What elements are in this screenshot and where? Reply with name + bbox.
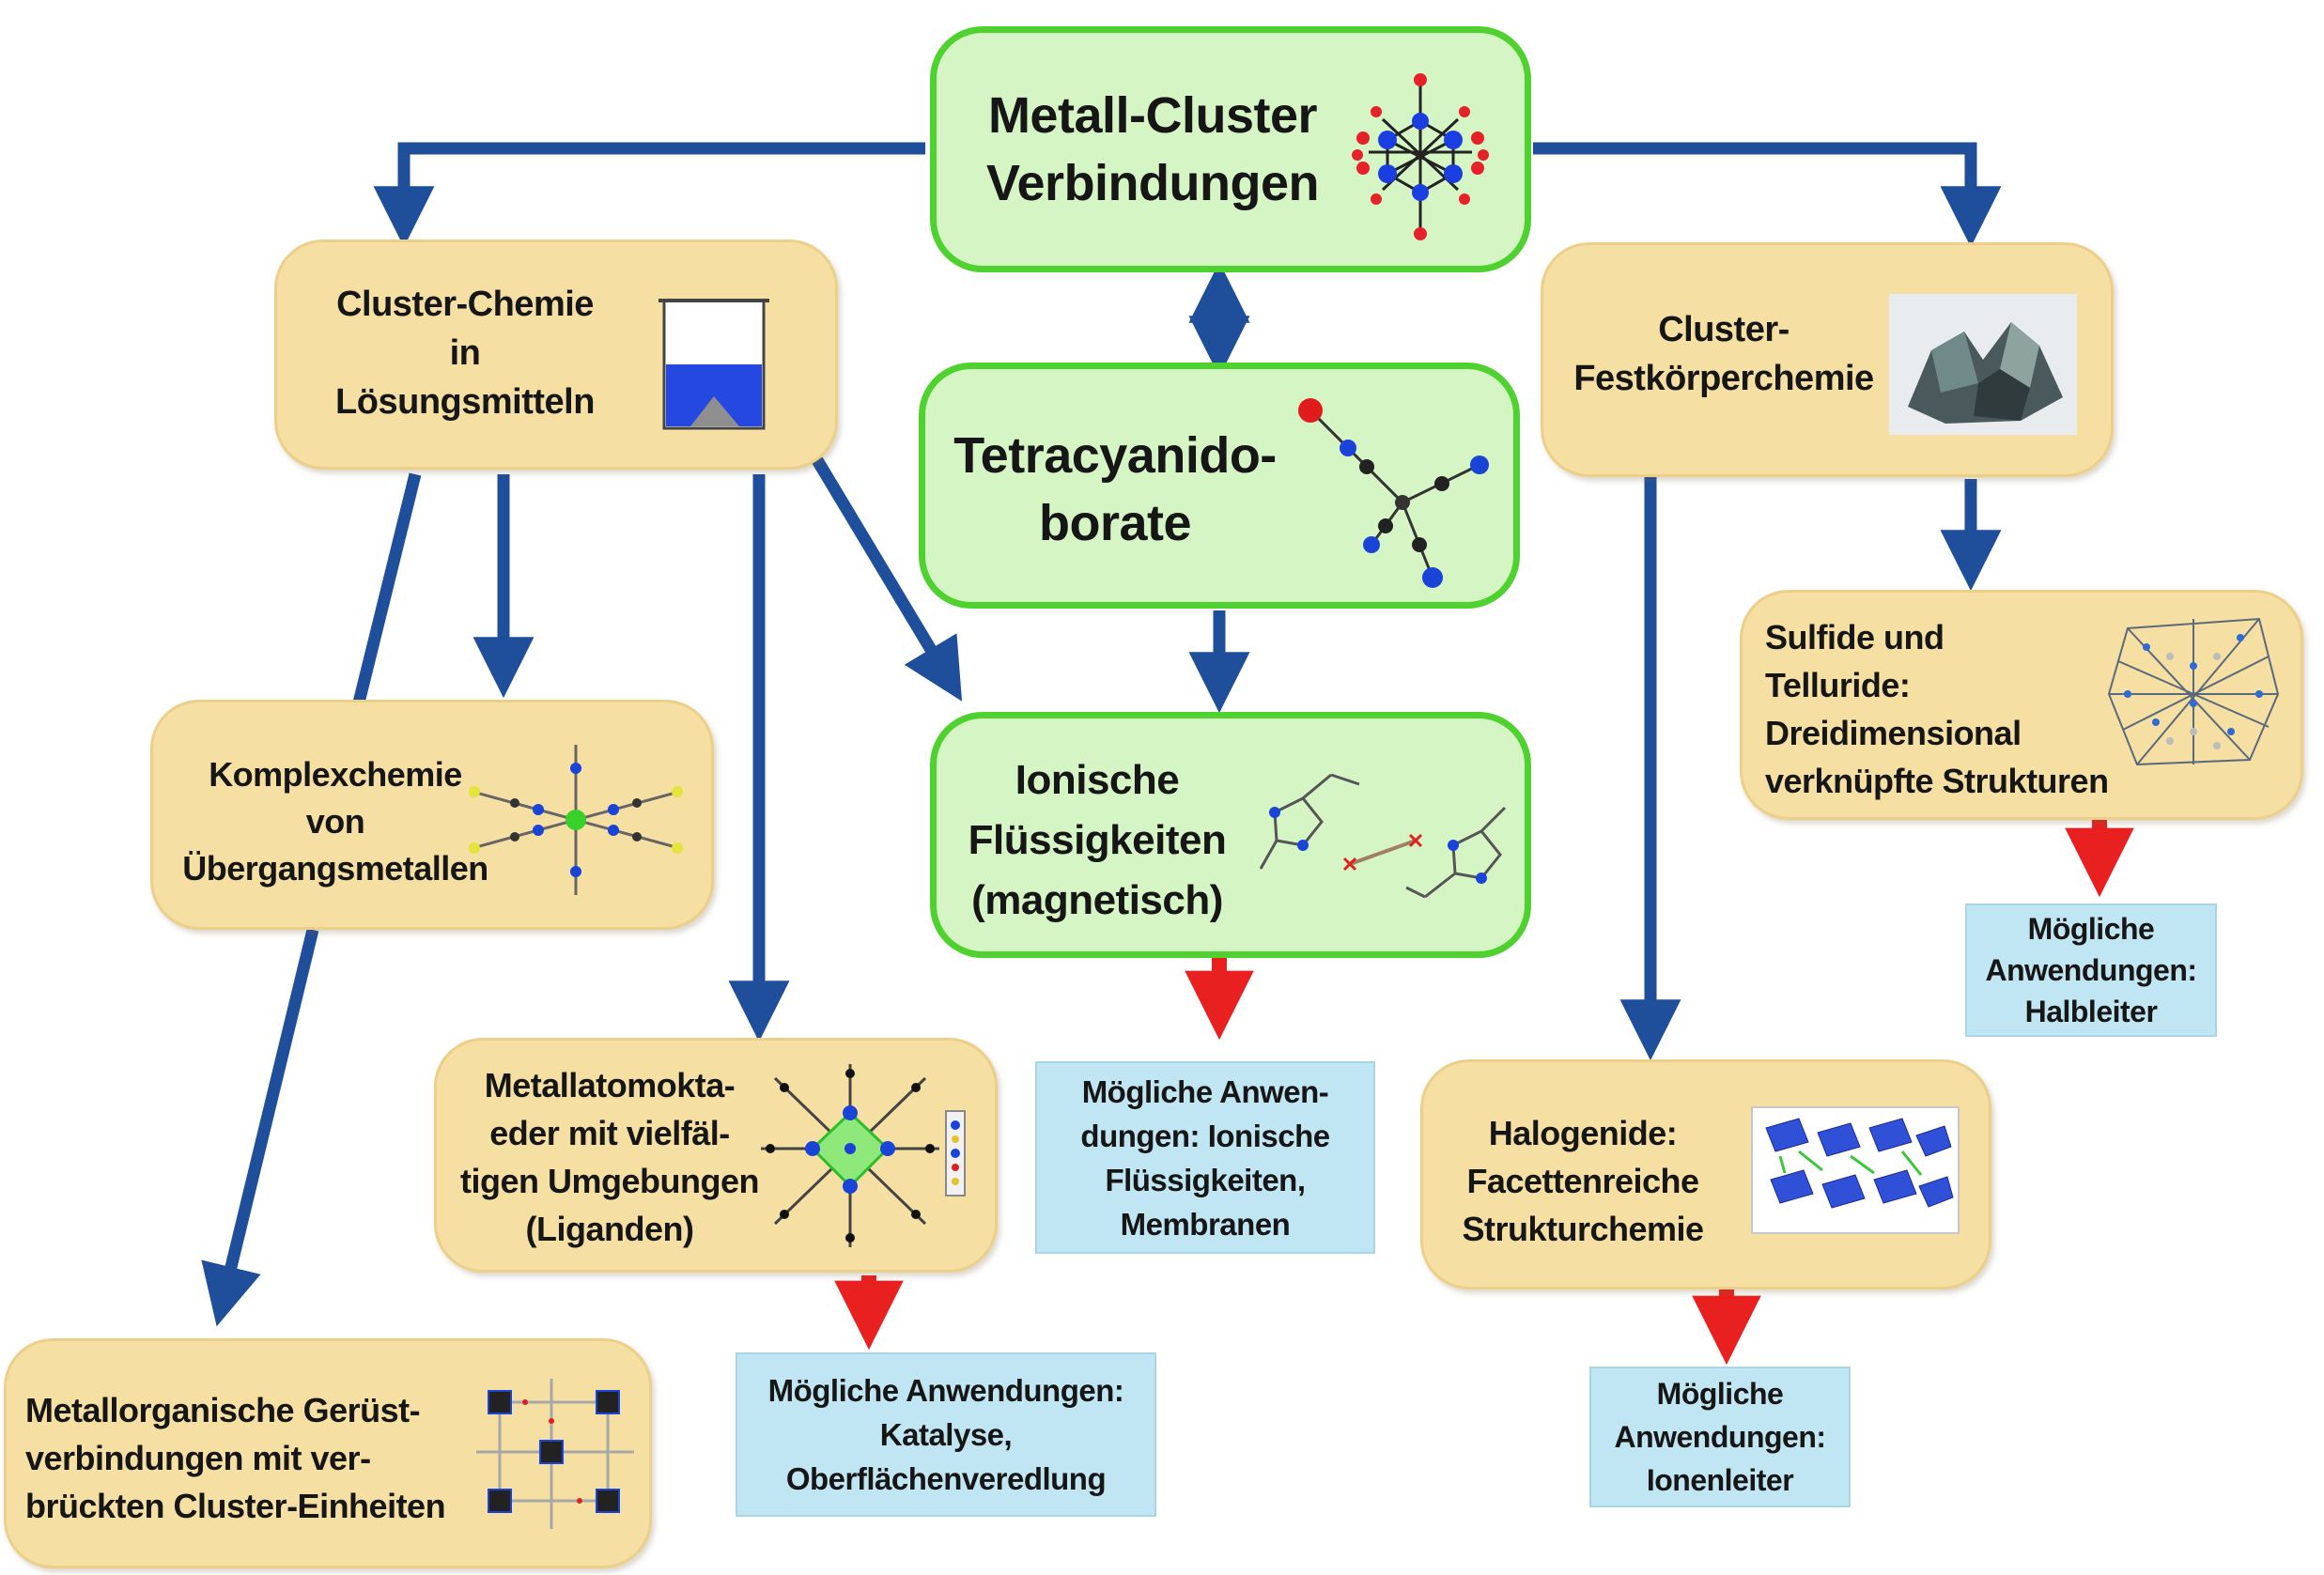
crystal-sample-icon	[1889, 294, 2077, 435]
node-solution-chemistry-label: Cluster-Chemie in Lösungsmitteln	[335, 285, 595, 422]
application-ionic-label: Mögliche Anwen- dungen: Ionische Flüssig…	[1080, 1073, 1330, 1242]
node-halides-label: Halogenide: Facettenreiche Strukturchemi…	[1462, 1114, 1704, 1248]
node-sulfides[interactable]: Sulfide und Telluride: Dreidimensional v…	[1740, 590, 2303, 820]
node-complex-chemistry-label: Komplexchemie von Übergangsmetallen	[182, 755, 488, 888]
beaker-with-solution-icon	[658, 299, 769, 430]
node-metallatom-label: Metallatomokta- eder mit vielfäl- tigen …	[460, 1066, 760, 1248]
imidazolium-ion-pair-icon	[1259, 773, 1507, 899]
node-metallatom[interactable]: Metallatomokta- eder mit vielfäl- tigen …	[434, 1038, 998, 1273]
arrow-to-solid-state	[1533, 142, 2002, 248]
node-solid-state[interactable]: Cluster- Festkörperchemie	[1541, 242, 2114, 477]
application-ion-conductor[interactable]: Mögliche Anwendungen: Ionenleiter	[1589, 1367, 1851, 1507]
node-mof-label: Metallorganische Gerüst- verbindungen mi…	[25, 1391, 446, 1525]
application-ionic[interactable]: Mögliche Anwen- dungen: Ionische Flüssig…	[1035, 1061, 1375, 1254]
node-tetracyanidoborate-label: Tetracyanido- borate	[953, 427, 1277, 551]
node-ionic-liquids-label: Ionische Flüssigkeiten (magnetisch)	[968, 757, 1227, 923]
application-semiconductor-label: Mögliche Anwendungen: Halbleiter	[1985, 912, 2197, 1028]
octahedral-complex-icon	[469, 745, 683, 895]
node-metal-cluster[interactable]: Metall-Cluster Verbindungen	[930, 26, 1531, 272]
node-complex-chemistry[interactable]: Komplexchemie von Übergangsmetallen	[150, 700, 714, 930]
framework-lattice-icon	[476, 1379, 634, 1529]
ligated-cluster-icon	[761, 1064, 966, 1247]
application-catalysis[interactable]: Mögliche Anwendungen: Katalyse, Oberfläc…	[736, 1352, 1156, 1517]
octahedral-cluster-molecule-icon	[1352, 73, 1489, 240]
node-sulfides-label: Sulfide und Telluride: Dreidimensional v…	[1765, 618, 2109, 800]
arrow-to-mof	[201, 928, 319, 1327]
node-solid-state-label: Cluster- Festkörperchemie	[1573, 310, 1874, 398]
node-tetracyanidoborate[interactable]: Tetracyanido- borate	[919, 363, 1520, 609]
halide-crystal-structure-icon	[1751, 1106, 1960, 1234]
tetracyanidoborate-molecule-icon	[1298, 398, 1489, 588]
arrow-to-mof-upper	[352, 472, 422, 704]
node-mof[interactable]: Metallorganische Gerüst- verbindungen mi…	[4, 1338, 652, 1568]
node-solution-chemistry[interactable]: Cluster-Chemie in Lösungsmitteln	[274, 239, 838, 470]
3d-network-structure-icon	[2107, 617, 2280, 766]
arrow-to-solution-chemistry	[373, 142, 925, 248]
application-catalysis-label: Mögliche Anwendungen: Katalyse, Oberfläc…	[767, 1373, 1124, 1496]
application-ion-conductor-label: Mögliche Anwendungen: Ionenleiter	[1614, 1377, 1826, 1497]
application-semiconductor[interactable]: Mögliche Anwendungen: Halbleiter	[1965, 903, 2217, 1037]
node-halides[interactable]: Halogenide: Facettenreiche Strukturchemi…	[1420, 1059, 1991, 1289]
node-ionic-liquids[interactable]: Ionische Flüssigkeiten (magnetisch)	[930, 712, 1531, 958]
arrow-to-ionic-liquids	[812, 456, 963, 702]
node-metal-cluster-label: Metall-Cluster Verbindungen	[985, 87, 1320, 211]
